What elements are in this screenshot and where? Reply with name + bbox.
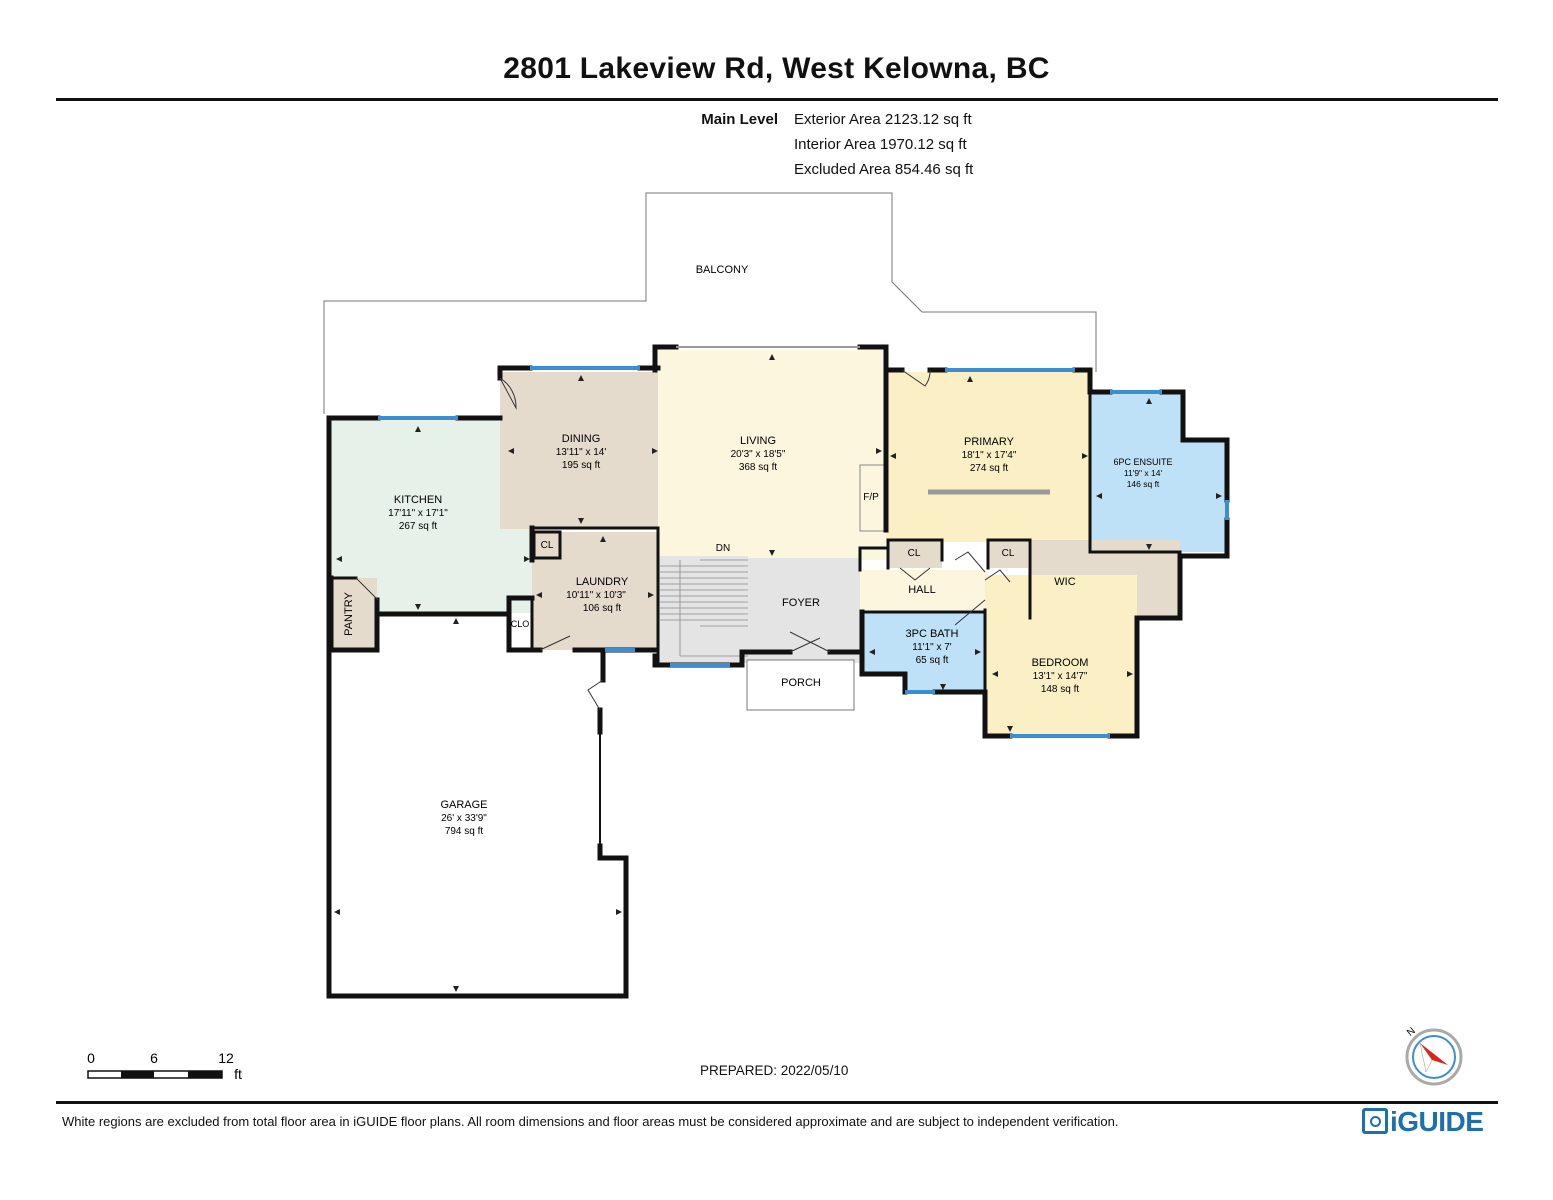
- dimension-arrows: [334, 354, 1222, 992]
- prepared-date: PREPARED: 2022/05/10: [700, 1063, 849, 1078]
- room-bedroom: [985, 575, 1137, 737]
- scale-label-0: 0: [87, 1050, 95, 1066]
- room-garage-dims: 26' x 33'9": [441, 813, 487, 824]
- room-bath-name: 3PC BATH: [906, 628, 959, 640]
- room-dining-name: DINING: [562, 433, 601, 445]
- room-laundry-name: LAUNDRY: [576, 576, 629, 588]
- fireplace-fill: [859, 464, 885, 532]
- room-ensuite: [1090, 392, 1183, 552]
- room-living: [658, 350, 886, 560]
- room-bedroom-area: 148 sq ft: [1041, 684, 1080, 695]
- closet-hall-fill: [888, 540, 942, 568]
- balcony-outline: [323, 192, 1097, 414]
- room-foyer-name: FOYER: [782, 597, 820, 609]
- room-hall: [860, 570, 987, 610]
- footer-divider: [56, 1101, 1498, 1104]
- fireplace-label: F/P: [863, 492, 879, 503]
- room-primary: [886, 372, 1090, 542]
- room-dining-area: 195 sq ft: [562, 460, 601, 471]
- walls: [326, 344, 1230, 999]
- room-pantry-name: PANTRY: [343, 592, 355, 636]
- closet-wic-label: CL: [1002, 548, 1015, 559]
- room-kitchen-dims: 17'11" x 17'1": [388, 508, 448, 519]
- excluded-area: Excluded Area 854.46 sq ft: [794, 161, 974, 178]
- room-laundry: [532, 532, 657, 650]
- level-label: Main Level: [701, 111, 778, 128]
- room-pantry: [331, 578, 377, 648]
- title-divider: [56, 98, 1498, 101]
- brand-logo: iGUIDE: [1362, 1106, 1484, 1138]
- scale-label-12: 12: [218, 1050, 234, 1066]
- room-bath-area: 65 sq ft: [916, 655, 949, 666]
- windows: [378, 366, 1229, 738]
- stairs-fill: [660, 556, 748, 656]
- compass-icon: N: [1405, 1026, 1463, 1086]
- brand-logo-icon: [1362, 1108, 1388, 1134]
- disclaimer-text: White regions are excluded from total fl…: [62, 1114, 1119, 1129]
- room-garage-area: 794 sq ft: [445, 826, 484, 837]
- room-hall-name: HALL: [908, 584, 936, 596]
- room-living-name: LIVING: [740, 435, 776, 447]
- room-primary-dims: 18'1" x 17'4": [962, 450, 1017, 461]
- room-garage-name: GARAGE: [440, 799, 487, 811]
- brand-name: iGUIDE: [1390, 1106, 1484, 1137]
- room-ensuite-dims: 11'9" x 14': [1124, 468, 1163, 478]
- room-wic-name: WIC: [1054, 576, 1075, 588]
- room-porch-name: PORCH: [781, 677, 821, 689]
- closet-wic-fill: [988, 540, 1028, 568]
- room-bath-dims: 11'1" x 7': [912, 642, 952, 653]
- page-title: 2801 Lakeview Rd, West Kelowna, BC: [503, 52, 1050, 85]
- room-bedroom-name: BEDROOM: [1032, 657, 1089, 669]
- room-primary-name: PRIMARY: [964, 436, 1015, 448]
- room-living-area: 368 sq ft: [739, 462, 778, 473]
- room-dining-dims: 13'11" x 14': [556, 447, 607, 458]
- room-kitchen-area: 267 sq ft: [399, 521, 438, 532]
- scale-bar: 0 6 12 ft: [87, 1050, 242, 1082]
- room-primary-area: 274 sq ft: [970, 463, 1009, 474]
- room-bedroom-dims: 13'1" x 14'7": [1033, 671, 1088, 682]
- room-living-dims: 20'3" x 18'5": [731, 449, 786, 460]
- scale-unit: ft: [234, 1066, 242, 1082]
- room-laundry-area: 106 sq ft: [583, 603, 622, 614]
- stairs-label: DN: [716, 543, 730, 554]
- porch-outline: [746, 659, 855, 711]
- room-balcony-name: BALCONY: [696, 264, 749, 276]
- room-ensuite-area: 146 sq ft: [1127, 479, 1160, 489]
- room-dining: [500, 372, 658, 529]
- room-ensuite-name: 6PC ENSUITE: [1113, 457, 1172, 467]
- closet-clo-label: CLO: [511, 619, 530, 629]
- exterior-area: Exterior Area 2123.12 sq ft: [794, 111, 972, 128]
- stair-treads: [660, 559, 748, 657]
- room-kitchen-name: KITCHEN: [394, 494, 442, 506]
- closet-hall-label: CL: [908, 548, 921, 559]
- closet-laundry-label: CL: [541, 540, 554, 551]
- door-swings: [355, 369, 1011, 711]
- interior-area: Interior Area 1970.12 sq ft: [794, 136, 967, 153]
- scale-label-6: 6: [150, 1050, 158, 1066]
- room-laundry-dims: 10'11" x 10'3": [566, 590, 626, 601]
